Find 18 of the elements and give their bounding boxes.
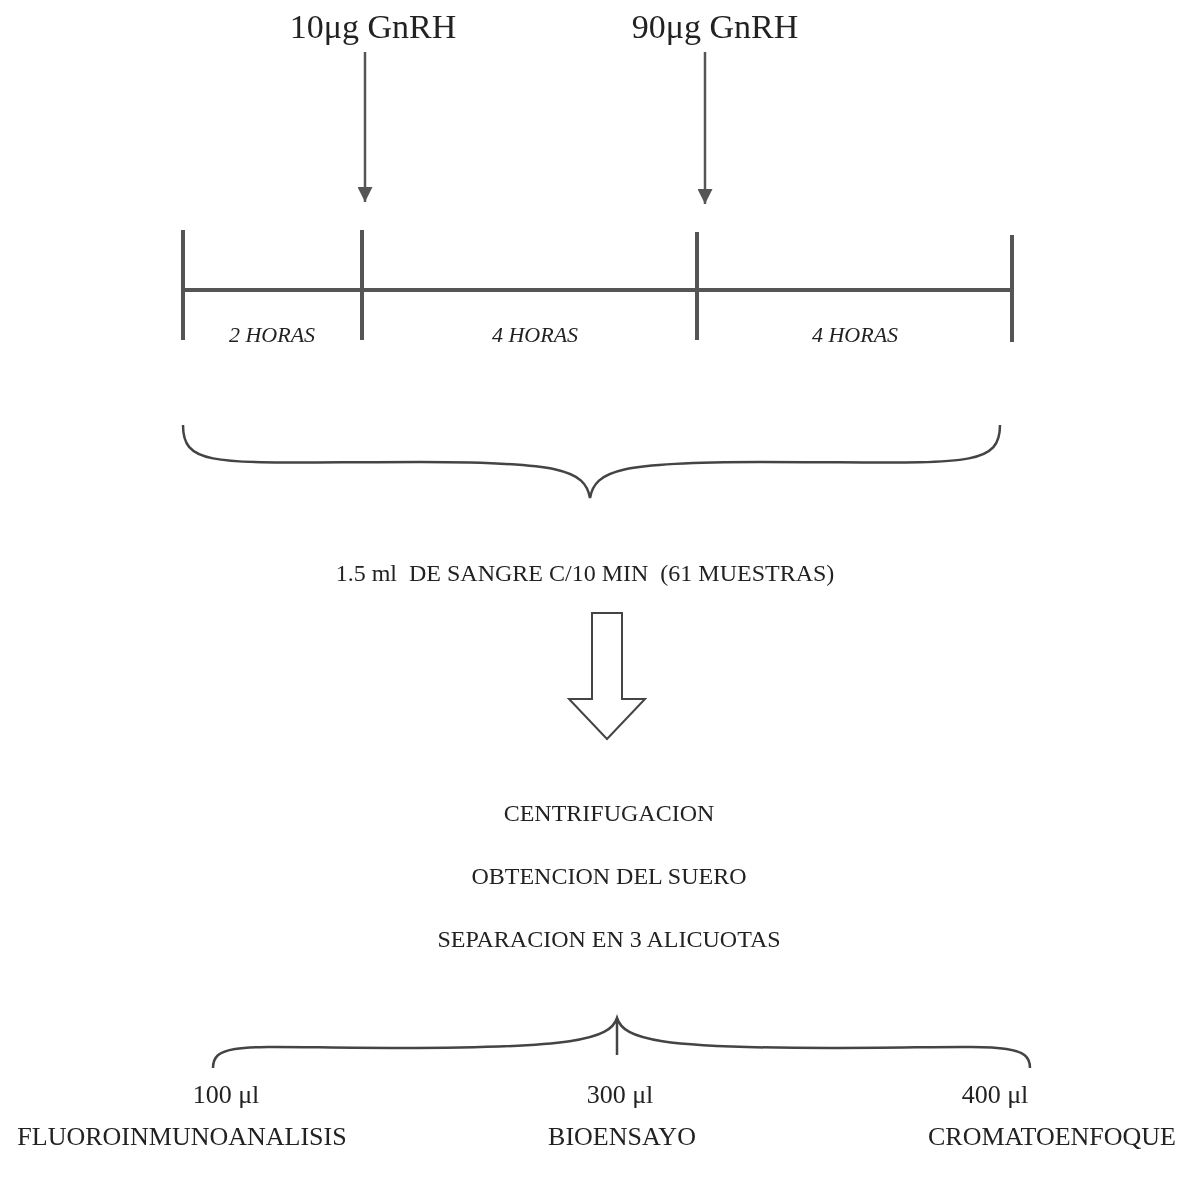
sampling-text: 1.5 ml DE SANGRE C/10 MIN (61 MUESTRAS) bbox=[335, 560, 835, 587]
arrow bbox=[697, 52, 713, 204]
block-arrow bbox=[566, 612, 648, 741]
step-text: CENTRIFUGACION bbox=[503, 800, 715, 827]
duration-label: 2 HORAS bbox=[228, 322, 316, 348]
analysis-label: BIOENSAYO bbox=[548, 1122, 696, 1152]
volume-label: 400 μl bbox=[961, 1080, 1029, 1110]
duration-label: 4 HORAS bbox=[491, 322, 579, 348]
duration-label: 4 HORAS bbox=[811, 322, 899, 348]
volume-label: 100 μl bbox=[192, 1080, 260, 1110]
step-text: SEPARACION EN 3 ALICUOTAS bbox=[437, 926, 781, 953]
analysis-label: CROMATOENFOQUE bbox=[928, 1122, 1176, 1152]
analysis-label: FLUOROINMUNOANALISIS bbox=[17, 1122, 347, 1152]
step-text: OBTENCION DEL SUERO bbox=[471, 863, 747, 890]
dose-text: 90μg GnRH bbox=[631, 8, 799, 46]
arrow bbox=[357, 52, 373, 202]
dose-text: 10μg GnRH bbox=[289, 8, 457, 46]
volume-label: 300 μl bbox=[586, 1080, 654, 1110]
